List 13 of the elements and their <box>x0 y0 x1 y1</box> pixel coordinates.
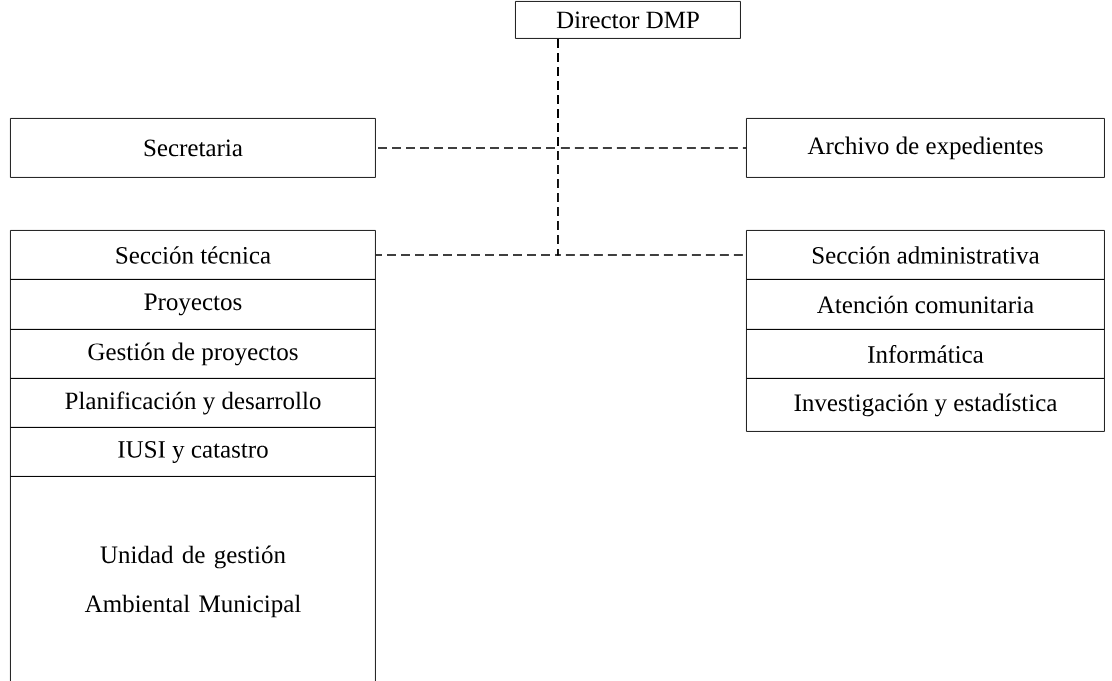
org-box: Investigación y estadística <box>746 378 1105 432</box>
org-box: Proyectos <box>10 279 376 330</box>
org-box: IUSI y catastro <box>10 427 376 477</box>
org-box: Gestión de proyectos <box>10 329 376 379</box>
org-box: Planificación y desarrollo <box>10 378 376 428</box>
org-box: Archivo de expedientes <box>746 118 1105 178</box>
org-box: Sección administrativa <box>746 230 1105 280</box>
org-box: Director DMP <box>515 1 741 39</box>
org-box: Sección técnica <box>10 230 376 280</box>
org-box: Secretaria <box>10 118 376 178</box>
org-box: Atención comunitaria <box>746 279 1105 330</box>
org-box: Informática <box>746 329 1105 379</box>
org-box: Unidad de gestión Ambiental Municipal <box>10 476 376 681</box>
